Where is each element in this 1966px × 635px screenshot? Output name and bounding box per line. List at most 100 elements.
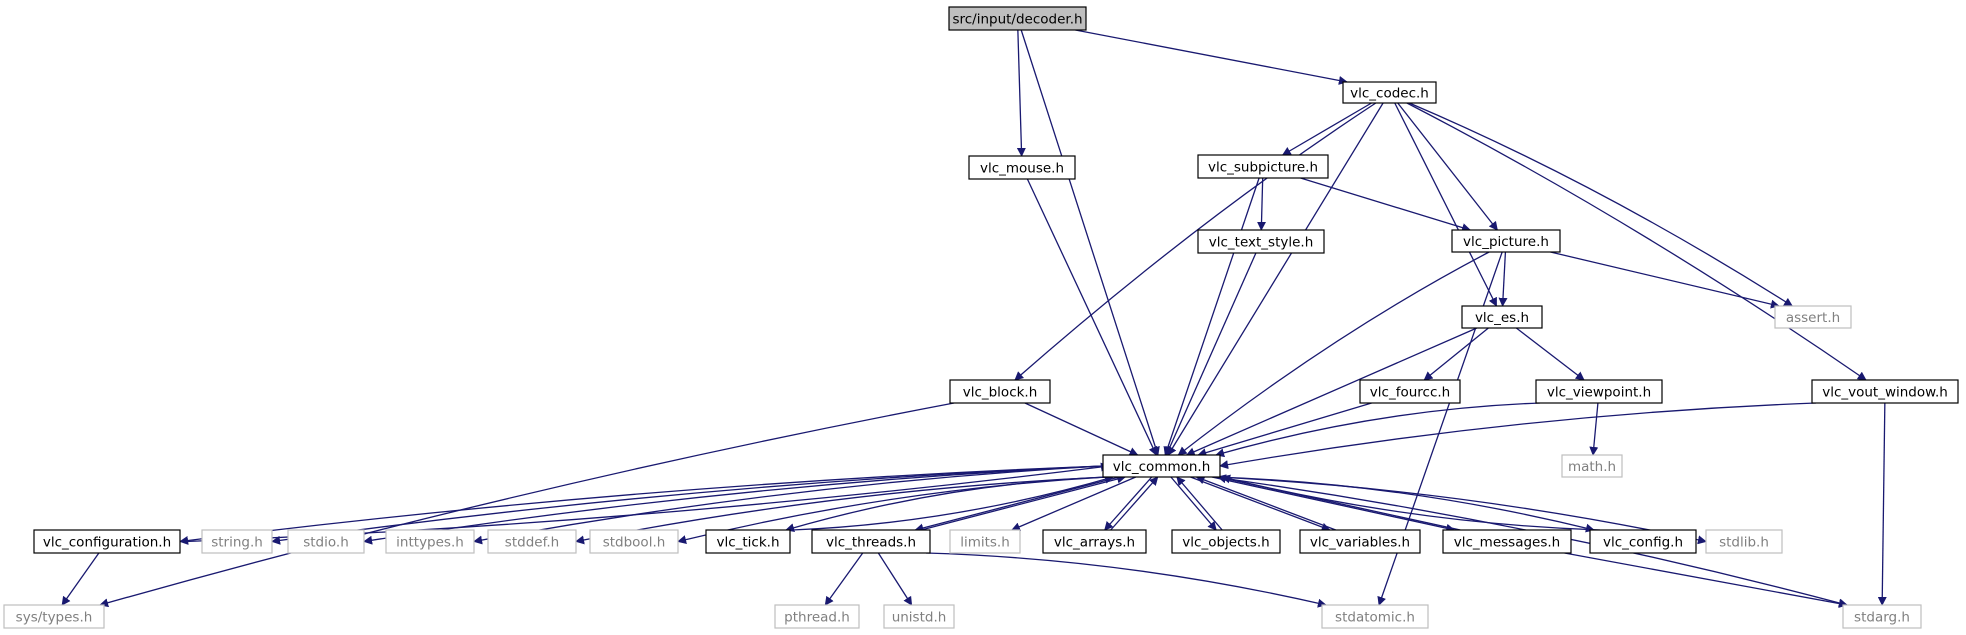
node-vlc-messages[interactable]: vlc_messages.h [1442,529,1572,554]
edge-vlc_threads-to-unistd [877,552,913,606]
edge-vlc_codec-to-vlc_es [1394,102,1498,307]
node-box [1442,529,1572,554]
edge-layer [61,29,1887,608]
node-pthread: pthread.h [774,604,860,629]
node-vlc-config[interactable]: vlc_config.h [1589,529,1697,554]
edge-vlc_variables-to-vlc_common [1195,475,1336,531]
edge-vlc_es-to-vlc_fourcc [1423,327,1489,381]
node-box [1321,604,1429,629]
node-label: stdlib.h [1719,535,1769,551]
node-label: vlc_mouse.h [980,161,1064,177]
node-box [1042,529,1147,554]
node-label: math.h [1568,459,1616,475]
node-label: vlc_text_style.h [1209,235,1314,251]
node-vlc-text-style[interactable]: vlc_text_style.h [1197,229,1325,254]
node-vlc-configuration[interactable]: vlc_configuration.h [33,529,181,554]
node-box [1171,529,1281,554]
edge-vlc_codec-to-assert [1409,102,1794,307]
node-label: vlc_picture.h [1463,234,1549,250]
node-vlc-fourcc[interactable]: vlc_fourcc.h [1359,379,1461,404]
edge-vlc_vout_window-to-stdarg [1877,402,1887,606]
node-box [487,529,577,554]
node-box [287,529,365,554]
edge-vlc_common-to-vlc_objects [1170,476,1217,531]
node-vlc-variables[interactable]: vlc_variables.h [1299,529,1421,554]
node-math: math.h [1561,454,1623,478]
node-box [589,529,679,554]
node-vlc-mouse[interactable]: vlc_mouse.h [968,155,1076,180]
node-vlc-vout-window[interactable]: vlc_vout_window.h [1811,379,1959,404]
node-label: vlc_block.h [963,385,1038,401]
node-stddef: stddef.h [487,529,577,554]
node-assert: assert.h [1774,305,1852,329]
node-label: unistd.h [892,610,947,626]
node-box [705,529,791,554]
node-box [33,529,181,554]
node-box [774,604,860,629]
node-vlc-es[interactable]: vlc_es.h [1461,305,1543,329]
edge-vlc_picture-to-vlc_es [1498,251,1508,307]
edge-vlc_tick-to-vlc_common [791,474,1114,531]
node-limits: limits.h [949,529,1021,554]
node-box [1461,305,1543,329]
node-stdarg: stdarg.h [1842,604,1922,629]
edge-vlc_es-to-vlc_viewpoint [1515,327,1585,381]
node-label: vlc_objects.h [1182,535,1269,551]
edge-vlc_common-to-vlc_variables [1190,476,1331,532]
node-box [3,604,105,629]
edge-vlc_picture-to-vlc_common [1177,251,1490,456]
edge-vlc_threads-to-pthread [824,552,864,606]
node-stdlib: stdlib.h [1705,529,1783,554]
edge-vlc_common-to-vlc_messages [1211,476,1456,533]
edge-vlc_common-to-vlc_arrays [1104,476,1153,531]
node-label: vlc_viewpoint.h [1547,385,1651,401]
node-label: stdbool.h [603,535,666,551]
node-vlc-objects[interactable]: vlc_objects.h [1171,529,1281,554]
node-vlc-threads[interactable]: vlc_threads.h [811,529,931,554]
node-vlc-viewpoint[interactable]: vlc_viewpoint.h [1535,379,1663,404]
edge-vlc_text_style-to-vlc_common [1165,252,1257,456]
edge-vlc_common-to-vlc_threads [914,476,1120,533]
edge-vlc_vout_window-to-vlc_common [1219,402,1817,470]
node-label: vlc_tick.h [716,535,779,551]
node-box [968,155,1076,180]
node-label: vlc_threads.h [826,535,916,551]
node-string: string.h [201,529,273,554]
node-box [948,6,1087,31]
edge-vlc_common-to-inttypes [473,465,1104,545]
edge-vlc_mouse-to-vlc_common [1026,178,1158,456]
node-box [811,529,931,554]
node-label: vlc_config.h [1603,535,1683,551]
node-inttypes: inttypes.h [385,529,475,554]
node-box [949,529,1021,554]
edge-vlc_block-to-sys_types [99,402,955,608]
node-box [1359,379,1461,404]
node-label: vlc_es.h [1475,310,1529,326]
edge-vlc_picture-to-assert [1550,251,1780,309]
edge-decoder-to-vlc_common [1020,29,1160,456]
node-label: vlc_arrays.h [1054,535,1135,551]
node-vlc-codec[interactable]: vlc_codec.h [1342,81,1437,104]
node-label: stdarg.h [1854,610,1910,626]
node-vlc-tick[interactable]: vlc_tick.h [705,529,791,554]
node-vlc-picture[interactable]: vlc_picture.h [1451,229,1561,253]
node-vlc-arrays[interactable]: vlc_arrays.h [1042,529,1147,554]
node-box [1589,529,1697,554]
node-box [1197,154,1329,179]
node-label: vlc_fourcc.h [1370,385,1450,401]
node-label: vlc_codec.h [1350,86,1429,102]
node-label: stdio.h [303,535,349,551]
node-box [1811,379,1959,404]
node-box [1342,81,1437,104]
node-stdbool: stdbool.h [589,529,679,554]
node-box [1535,379,1663,404]
edge-vlc_common-to-stddef [575,476,1108,545]
edge-vlc_threads-to-vlc_common [921,474,1127,531]
node-decoder[interactable]: src/input/decoder.h [948,6,1087,31]
node-box [1102,454,1221,478]
node-vlc-common[interactable]: vlc_common.h [1102,454,1221,478]
node-vlc-subpicture[interactable]: vlc_subpicture.h [1197,154,1329,179]
node-vlc-block[interactable]: vlc_block.h [949,379,1051,404]
edge-vlc_common-to-string [271,465,1104,545]
